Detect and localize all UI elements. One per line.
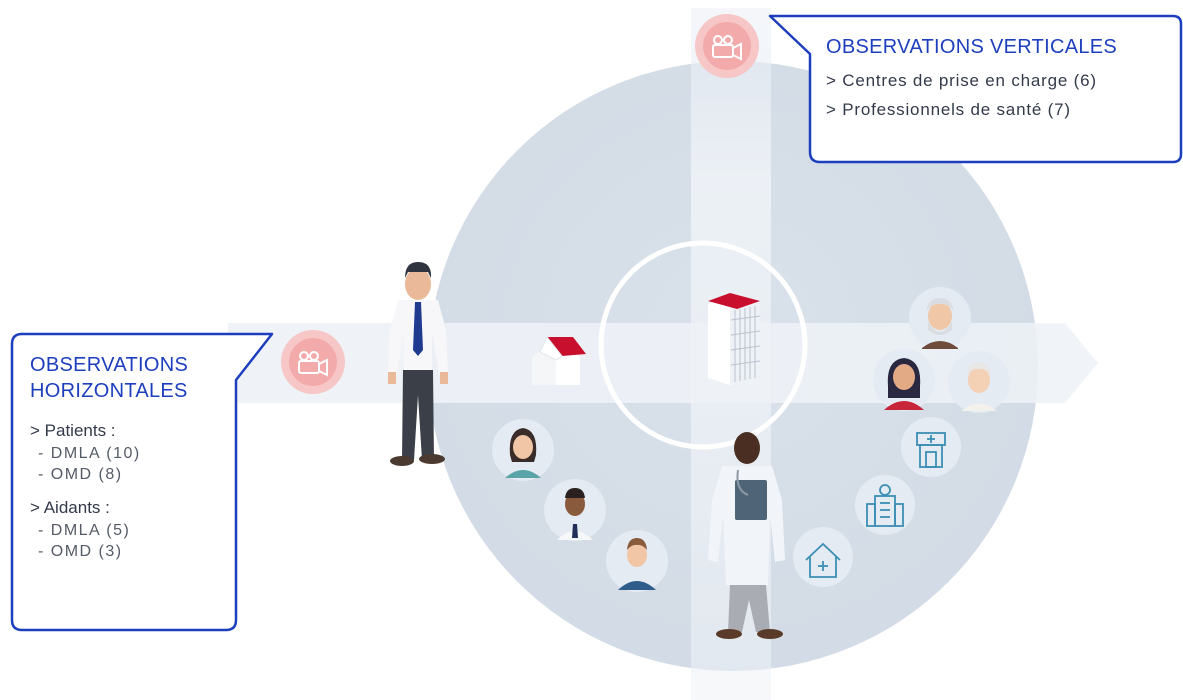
callout-observations-verticales: OBSERVATIONS VERTICALES > Centres de pri… [768,14,1183,166]
avatar-nurse [492,419,554,481]
avatar-professional-man [544,479,606,541]
camera-icon [281,330,345,394]
clinic-icon [901,417,961,477]
hospital-icon [855,475,915,535]
camera-icon [695,14,759,78]
building-icon [708,293,761,385]
callout-group-patients: > Patients : - DMLA (10) - OMD (8) [30,418,240,485]
avatar-elderly-man [909,287,971,349]
callout-title: OBSERVATIONS [30,354,189,376]
group-label: > Aidants : [30,498,110,517]
callout-frame [10,332,274,632]
group-item: - OMD (3) [38,543,123,560]
avatar-doctor-man [606,530,668,592]
callout-title: HORIZONTALES [30,380,188,402]
doctor-figure [708,432,785,639]
callout-item: > Professionnels de santé (7) [826,100,1071,119]
home-care-icon [793,527,853,587]
inner-ring [598,240,808,450]
group-item: - OMD (8) [38,466,123,483]
callout-item: > Centres de prise en charge (6) [826,71,1097,90]
patient-figure [388,262,448,466]
group-item: - DMLA (5) [38,522,131,539]
group-item: - DMLA (10) [38,445,141,462]
avatar-elderly-woman [948,351,1010,413]
callout-title: OBSERVATIONS VERTICALES [826,36,1118,58]
house-icon [532,336,586,385]
callout-group-aidants: > Aidants : - DMLA (5) - OMD (3) [30,495,240,562]
group-label: > Patients : [30,421,116,440]
avatar-woman [873,349,935,411]
callout-observations-horizontales: OBSERVATIONS HORIZONTALES > Patients : -… [10,332,274,632]
callout-frame [768,14,1183,164]
